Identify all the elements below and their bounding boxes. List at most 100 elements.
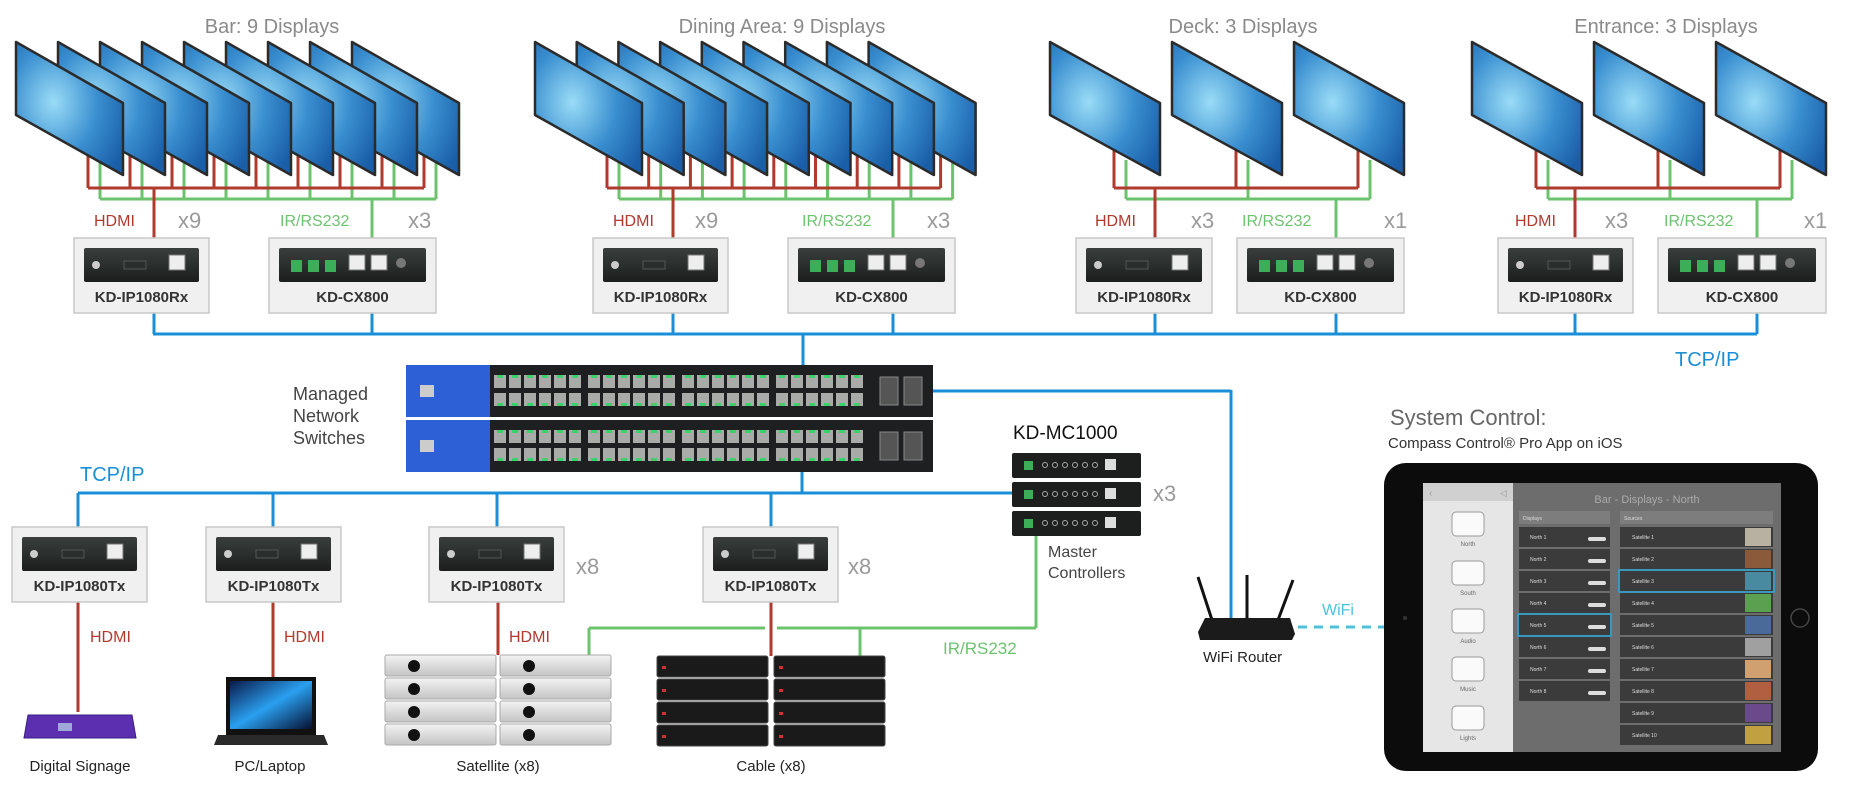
source-list-row[interactable]: Satellite 3 <box>1618 569 1775 593</box>
network-switch[interactable] <box>406 420 933 472</box>
receiver-box[interactable]: KD-IP1080Rx <box>1075 237 1213 314</box>
display-toggle[interactable] <box>1588 537 1606 541</box>
receiver-box[interactable]: KD-IP1080Rx <box>592 237 729 314</box>
source-list-row[interactable]: Satellite 9 <box>1620 703 1773 723</box>
ethernet-port-icon <box>509 393 521 406</box>
source-list-row[interactable]: Satellite 4 <box>1620 593 1773 613</box>
receiver-box[interactable]: KD-IP1080Rx <box>73 237 210 314</box>
source-name: Satellite 3 <box>1632 579 1654 585</box>
port-led <box>685 403 691 406</box>
terminal-block-icon <box>1259 260 1270 272</box>
back-icon[interactable]: ‹ <box>1429 488 1432 499</box>
master-controller-unit[interactable] <box>1012 511 1141 536</box>
app-sidebar-item[interactable]: South <box>1451 560 1485 597</box>
ethernet-port-icon <box>697 430 709 443</box>
control-box[interactable]: KD-CX800 <box>268 237 437 314</box>
display-list-row[interactable]: North 3 <box>1519 571 1610 591</box>
port-led <box>760 403 766 406</box>
sources-panel-header <box>1620 511 1773 524</box>
hdmi-port-icon <box>478 549 502 559</box>
master-controller-unit[interactable] <box>1012 482 1141 507</box>
satellite-knob <box>408 660 420 672</box>
ethernet-port-icon <box>757 430 769 443</box>
channel-thumbnail <box>1745 572 1771 590</box>
transmitter-box[interactable]: KD-IP1080Tx <box>205 526 342 603</box>
ir-port-icon <box>1062 462 1068 468</box>
app-sidebar-item[interactable]: Lights <box>1451 705 1485 742</box>
digital-signage-player-icon <box>23 714 137 739</box>
satellite-knob <box>523 706 535 718</box>
wifi-router-label: WiFi Router <box>1203 649 1282 666</box>
app-sidebar-item[interactable]: Audio <box>1451 608 1485 645</box>
port-led <box>542 458 548 461</box>
source-list-row[interactable]: Satellite 10 <box>1620 725 1773 745</box>
display-list-row[interactable]: North 8 <box>1519 681 1610 701</box>
ir-port-icon <box>1072 462 1078 468</box>
display-toggle[interactable] <box>1588 603 1606 607</box>
display-toggle[interactable] <box>1588 691 1606 695</box>
transmitter-box[interactable]: KD-IP1080Tx <box>428 526 565 603</box>
display-toggle[interactable] <box>1588 647 1606 651</box>
port-led <box>824 458 830 461</box>
network-switch[interactable] <box>406 365 933 417</box>
hdmi-label: HDMI <box>284 629 325 646</box>
app-sidebar-item[interactable]: Music <box>1451 656 1485 693</box>
display-toggle[interactable] <box>1588 625 1606 629</box>
row-bg <box>1620 593 1773 613</box>
display-list-row[interactable]: North 1 <box>1519 527 1610 547</box>
hdmi-label: HDMI <box>613 213 654 230</box>
rj45-port-icon <box>348 254 366 271</box>
source-list-row[interactable]: Satellite 2 <box>1620 549 1773 569</box>
controller-count: x3 <box>408 208 431 233</box>
display-toggle[interactable] <box>1588 559 1606 563</box>
home-button[interactable] <box>1790 608 1810 628</box>
master-controller-label-2: Controllers <box>1048 565 1125 582</box>
ethernet-port-icon <box>663 375 675 388</box>
display-list-row[interactable]: North 7 <box>1519 659 1610 679</box>
display-list-row[interactable]: North 5 <box>1517 613 1612 637</box>
display-toggle[interactable] <box>1588 581 1606 585</box>
sidebar-item-label: Music <box>1460 687 1476 693</box>
terminal-block-icon <box>325 260 336 272</box>
ethernet-port-icon <box>821 430 833 443</box>
source-list-row[interactable]: Satellite 6 <box>1620 637 1773 657</box>
display-list-row[interactable]: North 4 <box>1519 593 1610 613</box>
display-name: North 1 <box>1530 535 1547 541</box>
control-box[interactable]: KD-CX800 <box>1236 237 1405 314</box>
ethernet-port-icon <box>682 430 694 443</box>
transmitter-box[interactable]: KD-IP1080Tx <box>702 526 839 603</box>
port-led <box>527 430 533 433</box>
display-name: North 4 <box>1530 601 1547 607</box>
port-led <box>651 430 657 433</box>
sidebar-item-label: Audio <box>1460 639 1476 645</box>
master-controller-label-1: Master <box>1048 544 1098 561</box>
ethernet-port-icon <box>682 448 694 461</box>
volume-icon[interactable]: ◁ <box>1500 488 1507 498</box>
router-antenna <box>1276 579 1295 621</box>
satellite-receiver-icon <box>384 723 497 746</box>
display-toggle[interactable] <box>1588 669 1606 673</box>
app-sidebar-item[interactable]: North <box>1451 511 1485 548</box>
transmitter-box[interactable]: KD-IP1080Tx <box>11 526 148 603</box>
source-list-row[interactable]: Satellite 1 <box>1620 527 1773 547</box>
display-list-row[interactable]: North 2 <box>1519 549 1610 569</box>
source-name: Satellite 5 <box>1632 623 1654 629</box>
receiver-box[interactable]: KD-IP1080Rx <box>1497 237 1634 314</box>
sidebar-item-label: Lights <box>1460 736 1476 742</box>
master-controller-unit[interactable] <box>1012 453 1141 478</box>
port-led <box>730 430 736 433</box>
ethernet-port-icon <box>697 448 709 461</box>
source-list-row[interactable]: Satellite 8 <box>1620 681 1773 701</box>
control-box-model: KD-CX800 <box>1284 289 1357 306</box>
source-list-row[interactable]: Satellite 5 <box>1620 615 1773 635</box>
ethernet-port-icon <box>588 448 600 461</box>
display-screen <box>533 40 644 177</box>
control-box[interactable]: KD-CX800 <box>787 237 956 314</box>
display-list-row[interactable]: North 6 <box>1519 637 1610 657</box>
row-bg <box>1519 681 1610 701</box>
control-box[interactable]: KD-CX800 <box>1657 237 1827 314</box>
ethernet-port-icon <box>727 393 739 406</box>
channel-thumbnail <box>1745 660 1771 678</box>
source-list-row[interactable]: Satellite 7 <box>1620 659 1773 679</box>
ir-rs232-label: IR/RS232 <box>1664 213 1733 230</box>
